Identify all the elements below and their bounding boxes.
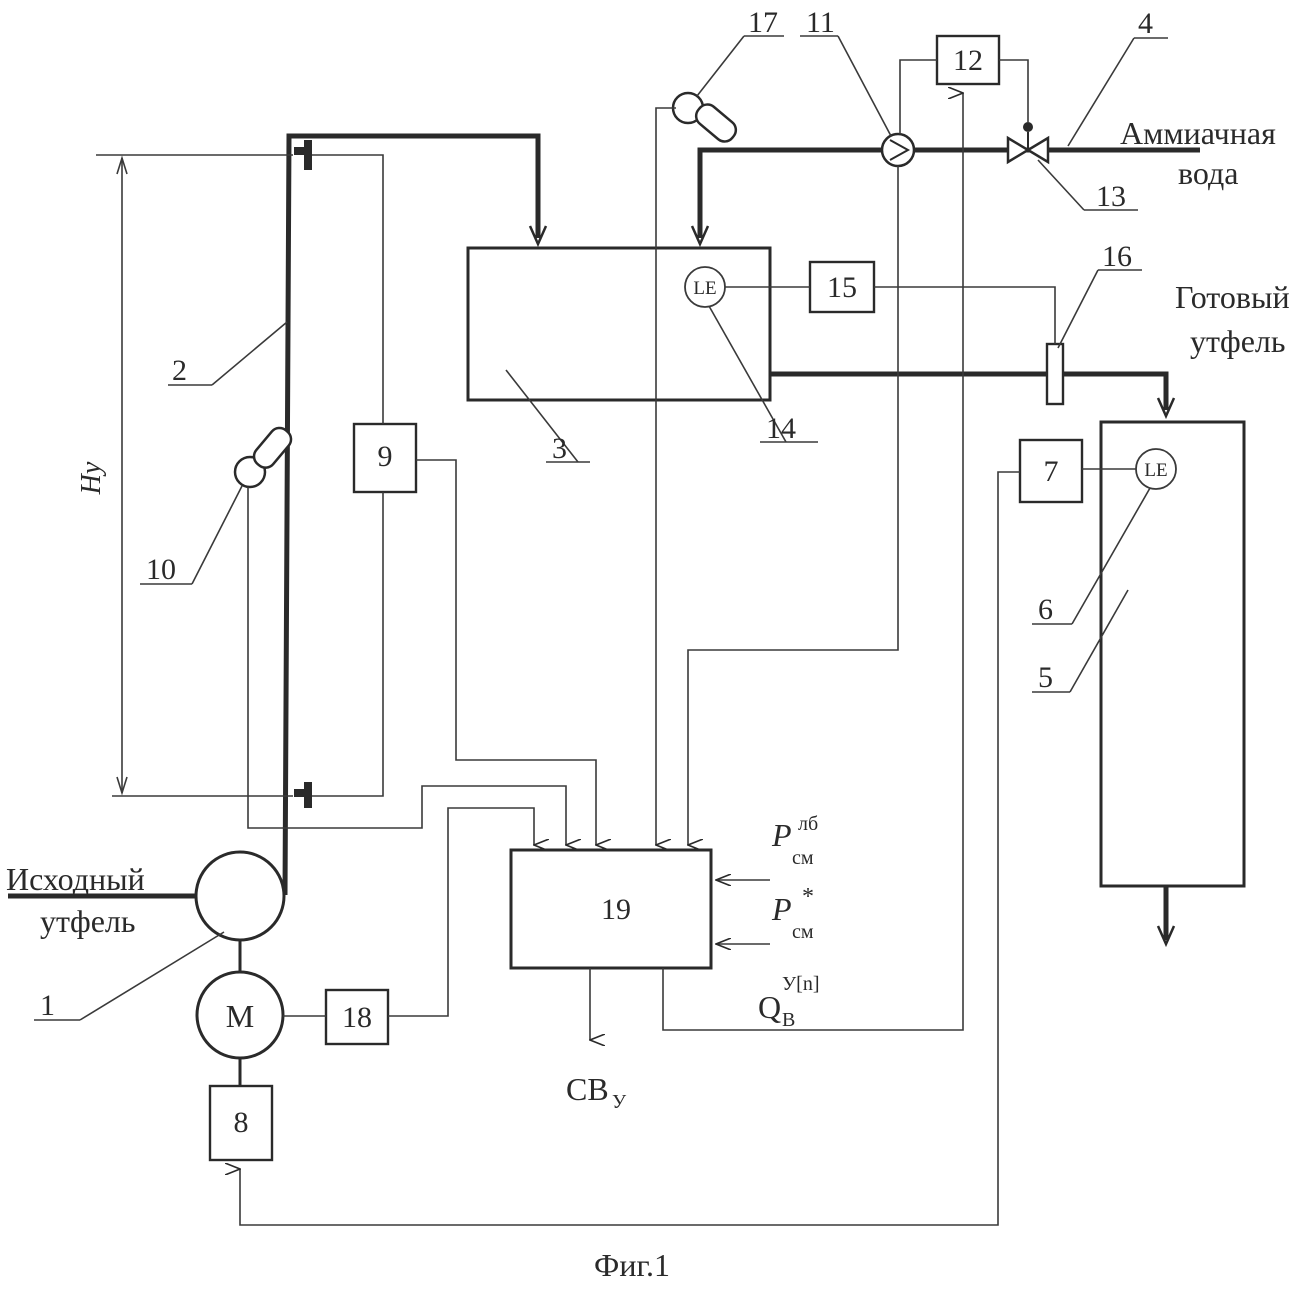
leader-2	[212, 322, 287, 385]
tap-bottom-to-9	[312, 492, 383, 796]
leader-6-text: 6	[1038, 593, 1053, 626]
signal-15-to-16	[874, 287, 1055, 344]
pressure-tap-top	[294, 140, 312, 170]
tap-top-to-9	[312, 155, 383, 424]
leader-11-text: 11	[806, 6, 835, 39]
height-label: Hy	[76, 461, 107, 495]
control-valve-13	[1008, 122, 1048, 162]
source-label-2: утфель	[40, 903, 135, 939]
crystallizer-vessel-3	[468, 248, 770, 400]
leader-11	[838, 36, 891, 136]
svg-text:см: см	[792, 847, 814, 869]
block-18-label: 18	[342, 1001, 372, 1034]
block-19-label: 19	[601, 893, 631, 926]
signal-12-to-pump11	[900, 60, 937, 134]
input-q-label: Q В У[n]	[758, 973, 819, 1031]
ready-label-2: утфель	[1190, 323, 1285, 359]
leader-1-text: 1	[40, 989, 55, 1022]
leader-3-text: 3	[552, 432, 567, 465]
svg-text:P: P	[771, 891, 792, 927]
input-p-star-label: P см *	[771, 884, 814, 943]
leader-17-text: 17	[748, 6, 778, 39]
svg-text:CB: CB	[566, 1071, 609, 1107]
block-7-label: 7	[1044, 455, 1059, 488]
source-label-1: Исходный	[6, 861, 145, 897]
control-valve-16	[1047, 344, 1063, 404]
leader-13-text: 13	[1096, 180, 1126, 213]
leader-13	[1038, 160, 1084, 210]
block-12-label: 12	[953, 44, 983, 77]
pressure-tap-bottom	[294, 782, 312, 808]
motor-label: M	[226, 998, 254, 1034]
dosing-pump-11	[882, 134, 914, 166]
ready-label-1: Готовый	[1175, 279, 1290, 315]
block-8-label: 8	[234, 1106, 249, 1139]
ammonia-label-1: Аммиачная	[1120, 115, 1276, 151]
ready-massecuite-line	[770, 374, 1166, 410]
svg-text:У[n]: У[n]	[782, 973, 819, 995]
input-p-lb-label: P см лб	[771, 813, 818, 869]
leader-2-text: 2	[172, 354, 187, 387]
figure-caption: Фиг.1	[594, 1247, 670, 1283]
flowmeter-17	[673, 93, 740, 146]
leader-5-text: 5	[1038, 661, 1053, 694]
leader-14-text: 14	[766, 412, 796, 445]
leader-16-text: 16	[1102, 240, 1132, 273]
leader-16	[1058, 270, 1098, 348]
le14-label: LE	[693, 278, 716, 299]
svg-text:Q: Q	[758, 989, 781, 1025]
signal-17-to-19	[656, 108, 676, 845]
leader-4-text: 4	[1138, 7, 1153, 40]
svg-text:см: см	[792, 921, 814, 943]
output-cb-label: CB У	[566, 1071, 627, 1113]
receiver-tank-5	[1101, 422, 1244, 886]
svg-text:P: P	[771, 817, 792, 853]
le6-label: LE	[1144, 460, 1167, 481]
ammonia-label-2: вода	[1178, 155, 1238, 191]
pump-1	[196, 852, 284, 940]
leader-17	[697, 36, 744, 96]
svg-text:В: В	[782, 1009, 795, 1031]
signal-12-to-valve13	[999, 60, 1028, 122]
leader-10	[192, 486, 242, 584]
leader-10-text: 10	[146, 553, 176, 586]
svg-text:У: У	[612, 1091, 627, 1113]
signal-9-to-19	[416, 460, 596, 845]
svg-text:*: *	[802, 884, 814, 910]
block-9-label: 9	[378, 440, 393, 473]
svg-text:лб: лб	[798, 813, 818, 835]
block-15-label: 15	[827, 271, 857, 304]
